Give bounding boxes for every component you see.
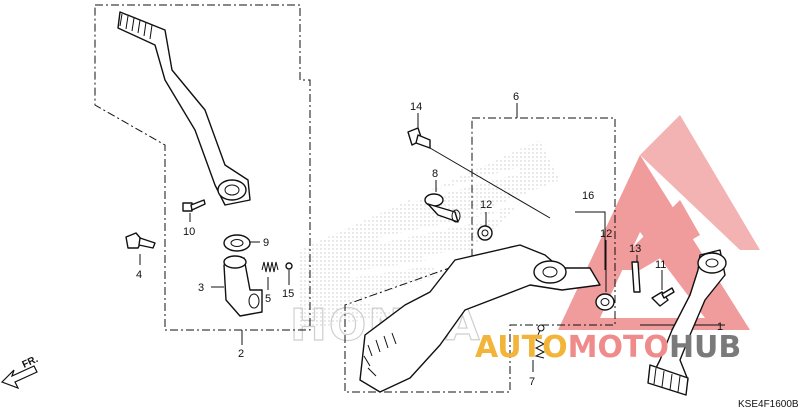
bolt-10 (182, 199, 206, 212)
kick-starter-lever (117, 11, 251, 206)
callout-11: 11 (655, 259, 666, 271)
callout-5: 5 (265, 293, 271, 305)
callout-10: 10 (183, 226, 195, 238)
callout-labels: 2 4 3 5 9 10 15 14 8 6 7 12 16 12 13 11 … (136, 91, 723, 388)
callout-9: 9 (263, 237, 269, 249)
callout-1: 1 (717, 321, 723, 333)
watermark-text: AUTOMOTOHUB (475, 330, 741, 365)
bolt-11 (651, 287, 675, 307)
callout-13: 13 (629, 243, 641, 255)
pin-14 (407, 127, 431, 149)
leader-14 (429, 147, 551, 219)
callout-2: 2 (238, 348, 244, 360)
cotter-pin-13 (631, 261, 641, 293)
leader-lines (139, 103, 663, 372)
callout-15: 15 (282, 288, 294, 300)
callout-14: 14 (410, 101, 422, 113)
callout-6: 6 (513, 91, 519, 103)
callout-3: 3 (198, 282, 204, 294)
callout-7: 7 (529, 376, 535, 388)
bolt-4 (125, 232, 156, 249)
callout-12-left: 12 (480, 199, 492, 211)
callout-12-right: 12 (600, 228, 612, 240)
spring-5 (261, 261, 279, 273)
watermark-part-b: MOTO (568, 330, 669, 365)
ball-15 (285, 262, 293, 270)
pivot-bolt-8 (424, 193, 461, 223)
callout-4: 4 (136, 269, 142, 281)
callout-16: 16 (582, 190, 594, 202)
spring-7 (534, 324, 546, 359)
watermark-part-a: AUTO (475, 330, 568, 365)
seal-9 (223, 234, 251, 252)
kick-group-outline (94, 4, 311, 331)
callout-8: 8 (432, 168, 438, 180)
gearshift-pedal-1 (647, 249, 727, 396)
collar-12a (477, 225, 493, 241)
watermark-part-c: HUB (669, 330, 741, 365)
brake-pedal-6 (359, 244, 601, 393)
kick-joint-3 (223, 255, 263, 317)
front-direction-arrow: FR. (0, 354, 40, 390)
brake-group-outline (344, 117, 616, 393)
collar-12b (595, 293, 615, 311)
front-direction-label: FR. (21, 354, 40, 371)
leader-16 (575, 211, 606, 270)
diagram-code: KSE4F1600B (738, 399, 799, 410)
